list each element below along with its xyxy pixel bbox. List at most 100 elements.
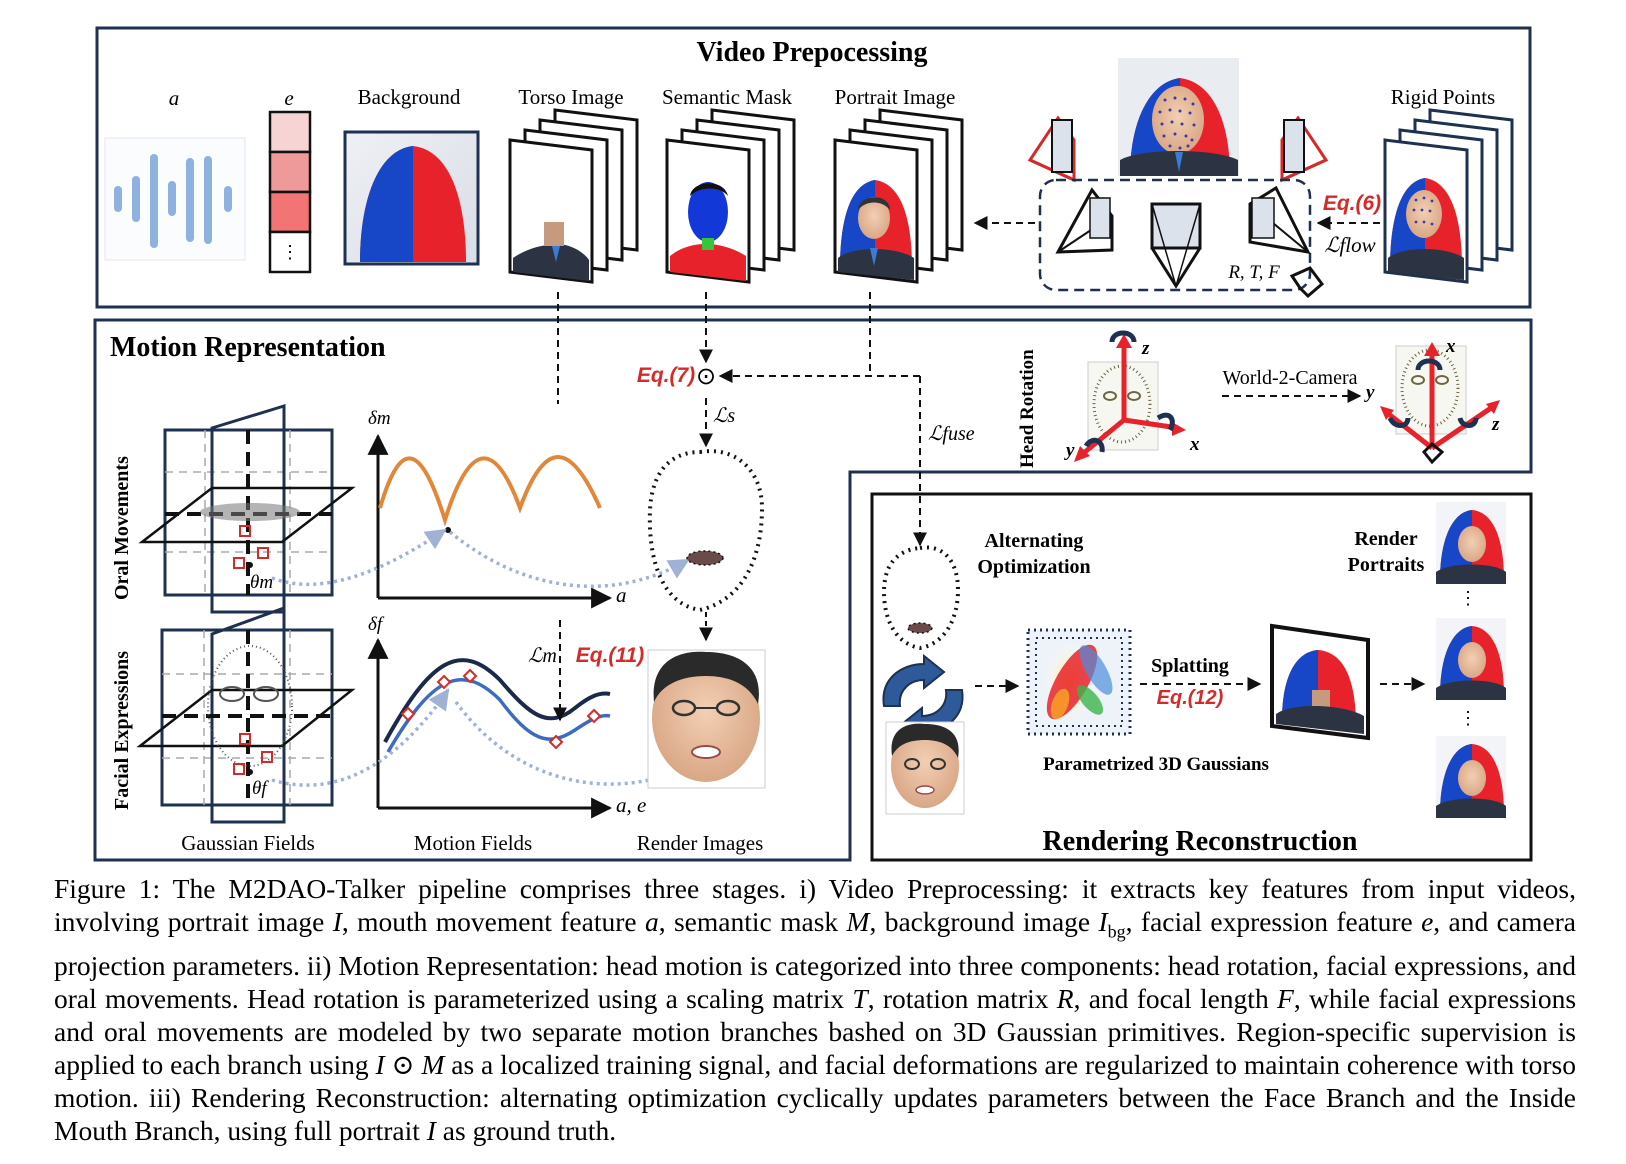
head-point-cloud-world: z x y: [1064, 330, 1200, 462]
l-fuse-label: ℒfuse: [928, 423, 975, 445]
render-portraits-line2: Portraits: [1348, 554, 1425, 576]
axis-x-camera: x: [1445, 336, 1456, 357]
caption-segment: , and camera projection parameters. ii) …: [54, 906, 1577, 1014]
facial-motion-curve-dark: [383, 658, 611, 743]
semantic-mask-stack: [665, 108, 796, 284]
expression-label: e: [284, 86, 293, 110]
caption-segment: , rotation matrix: [867, 982, 1057, 1014]
head-rotation-label: Head Rotation: [1017, 349, 1038, 468]
axis-ae-label: a, e: [616, 793, 646, 817]
eq11-label: Eq.(11): [576, 644, 644, 667]
embedding-dots: ⋮: [281, 242, 299, 262]
theta-m-label: θm: [250, 572, 273, 593]
audio-waveform: [104, 137, 246, 261]
gaussian-fields-label: Gaussian Fields: [181, 831, 315, 855]
caption-segment: as ground truth.: [435, 1114, 617, 1146]
render-images-label: Render Images: [637, 831, 764, 855]
rigid-points-label: Rigid Points: [1391, 85, 1495, 109]
odot-operator: ⊙: [696, 364, 716, 390]
camera-frustum-a: [1055, 187, 1114, 254]
caption-segment: R: [1056, 982, 1074, 1014]
eq12-label: Eq.(12): [1157, 687, 1224, 709]
camera-frustum-left-red: [1027, 115, 1076, 183]
gaussian-field-oral: θm: [138, 403, 356, 614]
caption-segment: I ⊙ M: [375, 1048, 445, 1080]
video-prepocessing-title: Video Prepocessing: [697, 37, 928, 68]
camera-group-box: [1038, 178, 1312, 292]
caption-segment: I: [332, 906, 342, 937]
axis-y-camera: y: [1364, 382, 1375, 403]
caption-segment: F: [1277, 982, 1294, 1014]
caption-body: The M2DAO-Talker pipeline comprises thre…: [54, 873, 1576, 1146]
semantic-mask-label: Semantic Mask: [662, 85, 793, 109]
video-prepocessing-panel: Video Prepocessing a e Background Torso …: [95, 26, 1532, 309]
caption-segment: M: [846, 906, 870, 937]
splatting-label: Splatting: [1151, 655, 1229, 677]
l-flow-label: ℒflow: [1324, 233, 1375, 257]
portrait-image-stack: [833, 108, 964, 284]
mouth-region-outline: [647, 449, 765, 613]
axis-z-world: z: [1141, 338, 1150, 359]
caption-segment: , background image: [869, 906, 1099, 937]
facial-expressions-label: Facial Expressions: [111, 651, 133, 810]
render-portrait-1: [1436, 502, 1506, 584]
axis-z-camera: z: [1491, 414, 1500, 435]
rendered-portrait-frame: [1270, 623, 1370, 741]
rigid-points-stack: [1383, 108, 1514, 284]
rtf-camera-icon: [1289, 266, 1325, 299]
param-gaussians-label: Parametrized 3D Gaussians: [1043, 754, 1269, 775]
caption-segment: The M2DAO-Talker pipeline comprises thre…: [54, 873, 1576, 937]
motion-representation-title: Motion Representation: [110, 332, 386, 363]
facial-motion-curve-blue: [386, 677, 611, 753]
face-branch-image: [885, 721, 965, 815]
oral-field-to-curve-arrow: [271, 528, 447, 587]
landmark-portrait: [1118, 58, 1239, 176]
portrait-image-label: Portrait Image: [835, 85, 956, 109]
motion-fields-label: Motion Fields: [414, 831, 532, 855]
caption-segment: as a localized training signal, and faci…: [54, 1048, 1576, 1146]
rendering-reconstruction-title: Rendering Reconstruction: [1043, 826, 1358, 857]
motion-field-facial: δf a, e ℒm Eq.(11): [367, 614, 646, 819]
alternating-line1: Alternating: [985, 530, 1084, 552]
expression-embedding: ⋮: [268, 110, 312, 274]
rtf-label: R, T, F: [1227, 262, 1280, 283]
motion-field-oral: δm a: [367, 408, 627, 609]
torso-image-stack: [508, 108, 639, 284]
camera-frustum-c: [1248, 185, 1311, 254]
head-point-cloud-camera: x y z: [1364, 336, 1500, 465]
caption-segment: T: [852, 982, 868, 1014]
caption-segment: bg: [1107, 921, 1126, 942]
oral-curve-to-mouth-arrow: [448, 530, 690, 589]
theta-f-label: θf: [252, 778, 269, 799]
torso-image-label: Torso Image: [518, 85, 623, 109]
audio-label: a: [169, 86, 180, 110]
facial-field-to-curve-arrow: [271, 688, 450, 787]
pipeline-figure: Video Prepocessing a e Background Torso …: [93, 26, 1533, 862]
world2camera-label: World-2-Camera: [1223, 367, 1358, 389]
figure-label: Figure 1:: [54, 873, 161, 904]
delta-f-label: δf: [368, 614, 385, 635]
caption-segment: e: [1421, 906, 1434, 937]
caption-segment: a: [644, 906, 659, 937]
l-s-label: ℒs: [713, 405, 735, 427]
caption-segment: , while facial expressions and oral move…: [54, 982, 1577, 1080]
figure-caption: Figure 1: The M2DAO-Talker pipeline comp…: [54, 872, 1576, 1147]
camera-frustum-b: [1150, 202, 1202, 289]
caption-segment: , and focal length: [1073, 982, 1277, 1014]
render-portraits-dots-2: ⋮: [1459, 708, 1477, 728]
caption-segment: , semantic mask: [658, 906, 847, 937]
delta-m-label: δm: [368, 408, 391, 429]
caption-segment: , facial expression feature: [1125, 906, 1422, 937]
camera-frustum-right-red: [1280, 115, 1329, 183]
motion-representation-panel: Motion Representation Oral Movements Fac…: [93, 292, 1533, 862]
l-m-label: ℒm: [528, 645, 557, 667]
oral-motion-curve: [378, 455, 602, 527]
caption-segment: , mouth movement feature: [341, 906, 645, 937]
render-portraits-line1: Render: [1354, 528, 1417, 550]
gaussian-field-facial: θf: [136, 605, 356, 824]
mouth-region-outline-small: [881, 545, 961, 651]
oral-movements-label: Oral Movements: [111, 456, 133, 600]
caption-segment: I: [1098, 906, 1108, 937]
eq7-label: Eq.(7): [637, 364, 695, 387]
render-portrait-2: [1436, 618, 1506, 700]
